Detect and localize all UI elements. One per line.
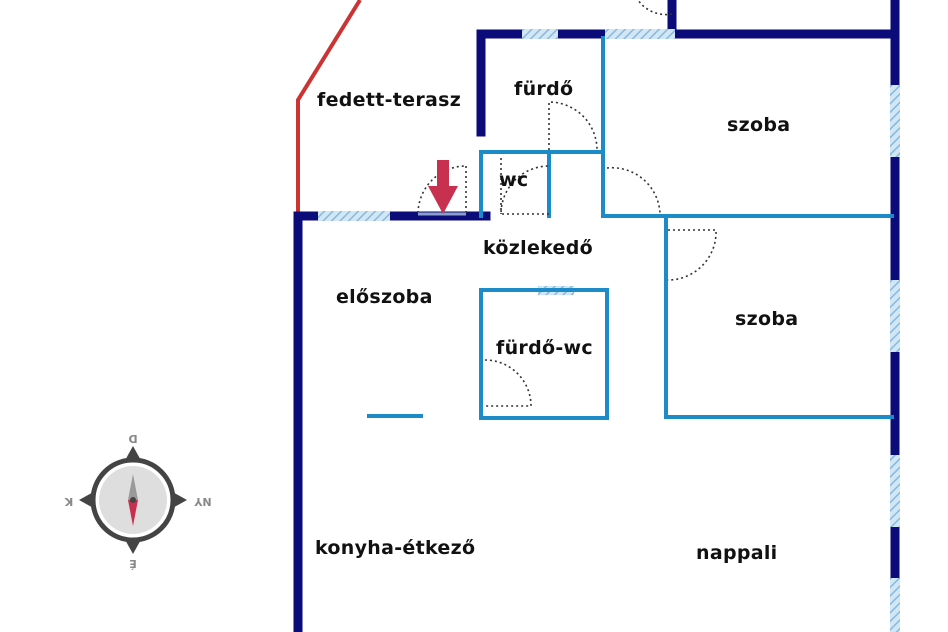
door-swing-szoba-lower xyxy=(667,229,717,281)
room-label-eloszoba: előszoba xyxy=(336,286,433,308)
window-right-2 xyxy=(890,280,900,352)
room-label-szoba-upper: szoba xyxy=(727,114,790,136)
compass-east-letter: NY xyxy=(193,495,211,508)
entrance-arrow-icon xyxy=(428,160,458,214)
compass-west-letter: K xyxy=(64,495,73,508)
window-right-3 xyxy=(890,455,900,527)
room-label-furdo-wc: fürdő-wc xyxy=(496,337,593,359)
window-furdo xyxy=(522,29,558,39)
room-label-kozlekedo: közlekedő xyxy=(483,237,593,259)
interior-walls xyxy=(367,36,894,420)
room-label-nappali: nappali xyxy=(696,542,778,564)
compass-north-letter: D xyxy=(128,432,137,445)
window-right-4 xyxy=(890,578,900,632)
terrace-outline xyxy=(296,0,362,216)
window-entrance xyxy=(318,211,390,221)
door-swing-szoba-upper xyxy=(606,166,661,215)
window-right-1 xyxy=(890,85,900,157)
door-swing-furdo xyxy=(548,101,598,151)
room-label-furdo: fürdő xyxy=(514,78,573,100)
room-label-szoba-lower: szoba xyxy=(735,308,798,330)
compass-south-letter: É xyxy=(129,557,137,570)
window-top-right xyxy=(605,29,675,39)
compass-icon xyxy=(79,446,187,554)
door-swing-furdo-wc xyxy=(484,359,532,407)
door-swing-top xyxy=(637,0,673,16)
door-swing-entrance xyxy=(417,165,467,214)
room-label-konyha-etkezo: konyha-étkező xyxy=(315,537,475,559)
room-label-wc: wc xyxy=(499,169,528,191)
door-swings xyxy=(417,0,717,407)
room-label-fedett-terasz: fedett-terasz xyxy=(317,89,461,111)
wall-furdo-wc-box xyxy=(479,288,609,420)
